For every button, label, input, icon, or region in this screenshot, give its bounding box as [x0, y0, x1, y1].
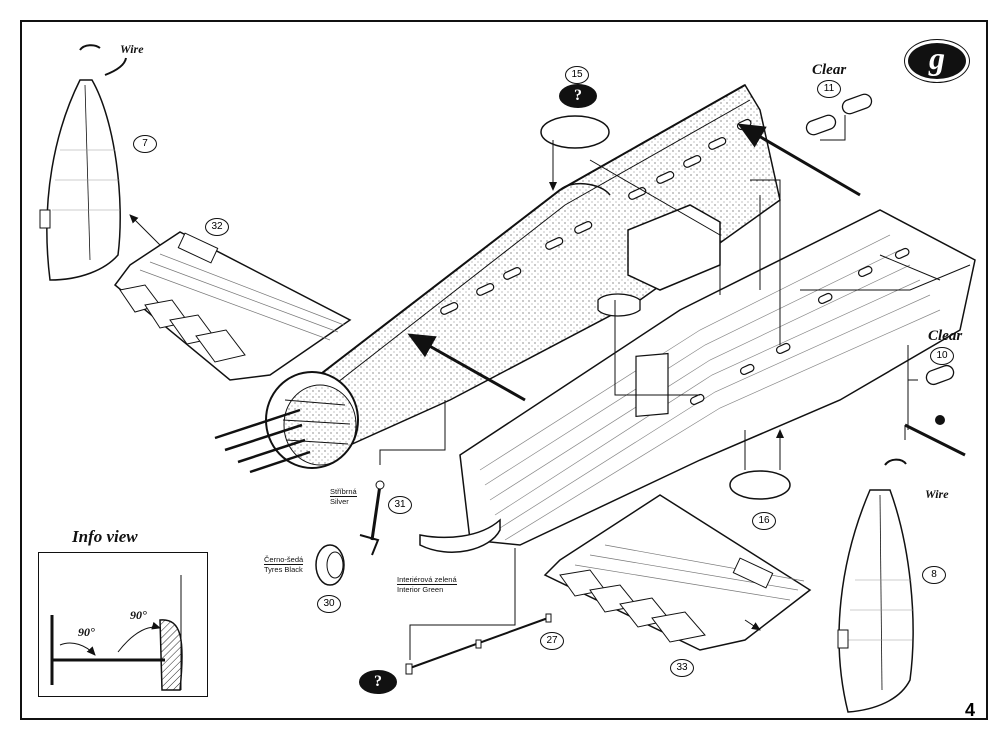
part-number-15: 15 [565, 66, 589, 84]
page-frame [20, 20, 988, 720]
right-rudder [837, 458, 914, 713]
landing-gear-strut [359, 480, 385, 556]
callout-tyres-cz: Černo-šedá [264, 555, 304, 565]
part-number-8: 8 [922, 566, 946, 584]
callout-silver-en: Silver [330, 497, 349, 506]
part-27-rod [405, 613, 552, 675]
left-rudder [39, 44, 127, 281]
part-number-16: 16 [752, 512, 776, 530]
question-icon-top: ? [559, 84, 597, 108]
clear-label-top: Clear [812, 62, 847, 78]
info-angle-left: 90° [78, 625, 95, 639]
part-15-cover [540, 115, 610, 149]
callout-tyres: Černo-šedá Tyres Black [264, 555, 304, 574]
part-number-7: 7 [133, 135, 157, 153]
info-view-box [38, 552, 208, 697]
part-number-33: 33 [670, 659, 694, 677]
part-number-31: 31 [388, 496, 412, 514]
clear-window-10 [925, 364, 955, 386]
part-number-30: 30 [317, 595, 341, 613]
callout-silver: Stříbrná Silver [330, 487, 357, 506]
step-badge: g [904, 39, 970, 83]
nose-turret [214, 371, 359, 474]
callout-tyres-en: Tyres Black [264, 565, 303, 574]
wire-label-right: Wire [925, 487, 949, 501]
callout-interior-cz: Interiérová zelená [397, 575, 457, 585]
right-wing-panel [543, 494, 812, 651]
question-icon-bottom: ? [359, 670, 397, 694]
callout-silver-cz: Stříbrná [330, 487, 357, 497]
part-number-27: 27 [540, 632, 564, 650]
callout-interior-en: Interior Green [397, 585, 444, 594]
small-detail-part [904, 415, 966, 457]
part-16-cover [729, 470, 791, 500]
main-wheel [315, 544, 345, 586]
callout-interior: Interiérová zelená Interior Green [397, 575, 457, 594]
part-number-11: 11 [817, 80, 841, 98]
leader-lines [129, 115, 971, 660]
wire-label-top: Wire [120, 42, 144, 56]
info-angle-right: 90° [130, 608, 147, 622]
page-number: 4 [965, 700, 976, 720]
left-wing-panel [113, 231, 352, 381]
part-number-10: 10 [930, 347, 954, 365]
info-view-title: Info view [72, 527, 138, 546]
part-number-32: 32 [205, 218, 229, 236]
clear-windows-11 [805, 93, 873, 136]
clear-label-right: Clear [928, 328, 963, 344]
info-view-drawing [50, 575, 183, 691]
